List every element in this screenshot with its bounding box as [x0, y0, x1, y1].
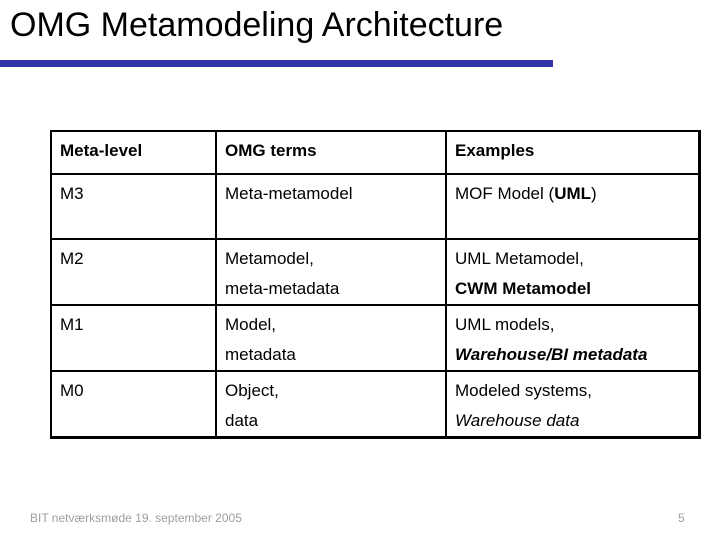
text-segment: CWM Metamodel	[455, 279, 591, 298]
text-segment: MOF Model (	[455, 184, 555, 203]
cell-line: meta-metadata	[225, 274, 439, 303]
cell-line: Metamodel,	[225, 244, 439, 274]
meta-level-cell: M0	[50, 370, 217, 439]
table-row: M0 Object, data Modeled systems, Warehouse d…	[50, 370, 700, 439]
col-header-meta-level: Meta-level	[50, 130, 217, 175]
examples-cell: MOF Model (UML)	[445, 173, 700, 240]
text-segment: Warehouse data	[455, 411, 580, 430]
text-segment: Object,	[225, 381, 279, 400]
cell-line: Warehouse/BI metadata	[455, 340, 692, 369]
cell-line: metadata	[225, 340, 439, 369]
cell-line: UML Metamodel,	[455, 244, 692, 274]
meta-level-cell: M1	[50, 304, 217, 372]
text-segment: Metamodel,	[225, 249, 314, 268]
cell-line: data	[225, 406, 439, 436]
cell-line: MOF Model (UML)	[455, 179, 692, 209]
slide-title: OMG Metamodeling Architecture	[10, 6, 504, 44]
text-segment: Warehouse/BI metadata	[455, 345, 648, 364]
omg-terms-cell: Model, metadata	[215, 304, 447, 372]
cell-line: Warehouse data	[455, 406, 692, 436]
text-segment: data	[225, 411, 259, 430]
text-segment: Model,	[225, 315, 277, 334]
text-segment: Modeled systems,	[455, 381, 592, 400]
table-header-row: Meta-level OMG terms Examples	[50, 130, 700, 175]
footer-text: BIT netværksmøde 19. september 2005	[30, 511, 242, 525]
page-number: 5	[678, 511, 685, 525]
metamodel-table: Meta-level OMG terms Examples M3 Meta-met…	[50, 130, 701, 439]
text-segment: meta-metadata	[225, 279, 340, 298]
text-segment: )	[591, 184, 597, 203]
col-header-examples: Examples	[445, 130, 700, 175]
title-underline-bar	[0, 60, 553, 67]
text-segment: UML Metamodel,	[455, 249, 584, 268]
meta-level-cell: M2	[50, 238, 217, 306]
examples-cell: UML Metamodel, CWM Metamodel	[445, 238, 700, 306]
cell-line: CWM Metamodel	[455, 274, 692, 303]
cell-line: Modeled systems,	[455, 376, 692, 406]
omg-terms-cell: Metamodel, meta-metadata	[215, 238, 447, 306]
omg-terms-cell: Object, data	[215, 370, 447, 439]
cell-line: UML models,	[455, 310, 692, 340]
text-segment: metadata	[225, 345, 296, 364]
examples-cell: UML models, Warehouse/BI metadata	[445, 304, 700, 372]
examples-cell: Modeled systems, Warehouse data	[445, 370, 700, 439]
table-row: M1 Model, metadata UML models, Warehouse/BI …	[50, 304, 700, 372]
cell-line: Model,	[225, 310, 439, 340]
meta-level-cell: M3	[50, 173, 217, 240]
col-header-omg-terms: OMG terms	[215, 130, 447, 175]
cell-line: Meta-metamodel	[225, 179, 439, 209]
table-row: M3 Meta-metamodel MOF Model (UML)	[50, 173, 700, 240]
text-segment: UML models,	[455, 315, 555, 334]
cell-line: Object,	[225, 376, 439, 406]
text-segment: UML	[554, 184, 592, 203]
table-row: M2 Metamodel, meta-metadata UML Metamodel, C…	[50, 238, 700, 306]
omg-terms-cell: Meta-metamodel	[215, 173, 447, 240]
text-segment: Meta-metamodel	[225, 184, 353, 203]
